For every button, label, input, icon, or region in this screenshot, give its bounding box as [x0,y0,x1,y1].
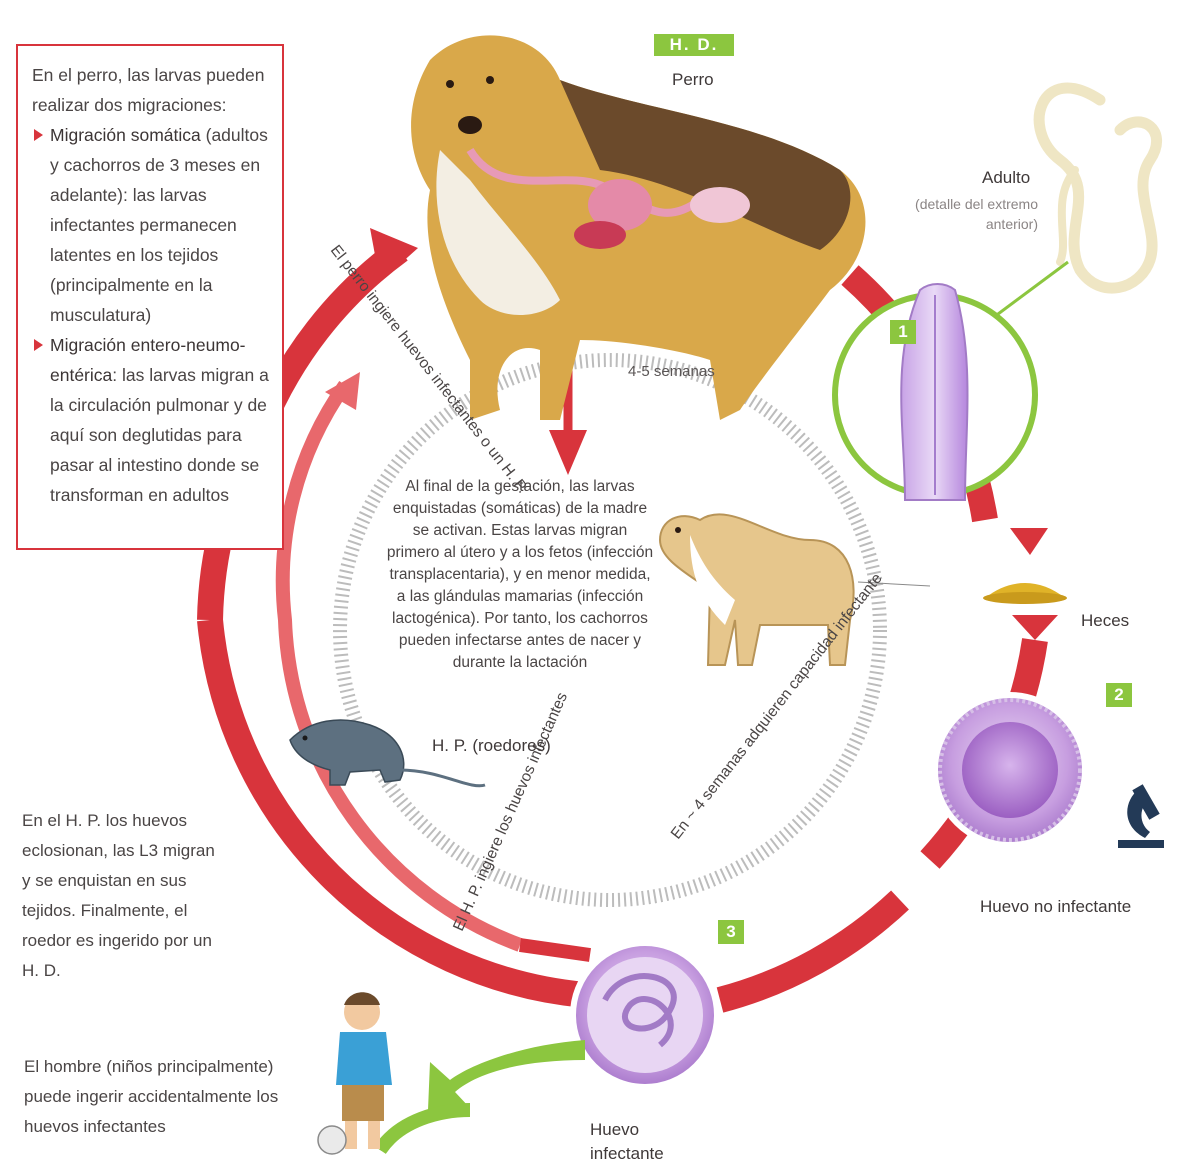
gestation-text: Al final de la gestación, las larvas enq… [386,476,654,674]
boy-illustration [318,992,392,1154]
egg-not-infective-label: Huevo no infectante [980,897,1131,917]
migration-item-somatic: Migración somática (adultos y cachorros … [32,120,272,330]
egg-not-infective [935,695,1085,845]
microscope-icon [1118,784,1164,848]
stage-number: 2 [1106,683,1132,707]
definitive-host-badge: H. D. [654,34,734,56]
migration-desc: : las larvas migran a la circulación pul… [50,365,269,505]
migration-item-entero: Migración entero-neumo-entérica: las lar… [32,330,272,510]
adult-detail: (detalle del extremo anterior) [910,194,1038,234]
migration-title: Migración somática [50,125,201,145]
migration-intro: En el perro, las larvas pueden realizar … [32,60,272,120]
adult-label: Adulto [982,168,1030,188]
egg-infective-label: Huevo infectante [590,1118,680,1166]
human-ingestion-arrow [380,1040,585,1150]
human-text: El hombre (niños principalmente) puede i… [24,1052,286,1142]
feces-label: Heces [1081,611,1129,631]
definitive-host-name: Perro [672,70,714,90]
arrowhead-right [1010,528,1048,555]
magnified-adult-head [835,284,1035,500]
hp-text: En el H. P. los huevos eclosionan, las L… [22,806,222,986]
stage-number: 3 [718,920,744,944]
weeks-label: 4-5 semanas [628,363,715,380]
egg-infective [573,943,717,1087]
arrowhead-feces [1012,615,1058,640]
migration-desc: (adultos y cachorros de 3 meses en adela… [50,125,268,325]
rodent-label: H. P. (roedores) [432,736,551,756]
feces-icon [983,583,1067,604]
puppy-illustration [660,514,930,665]
migration-info-box: En el perro, las larvas pueden realizar … [16,44,284,550]
stage-number: 1 [890,320,916,344]
